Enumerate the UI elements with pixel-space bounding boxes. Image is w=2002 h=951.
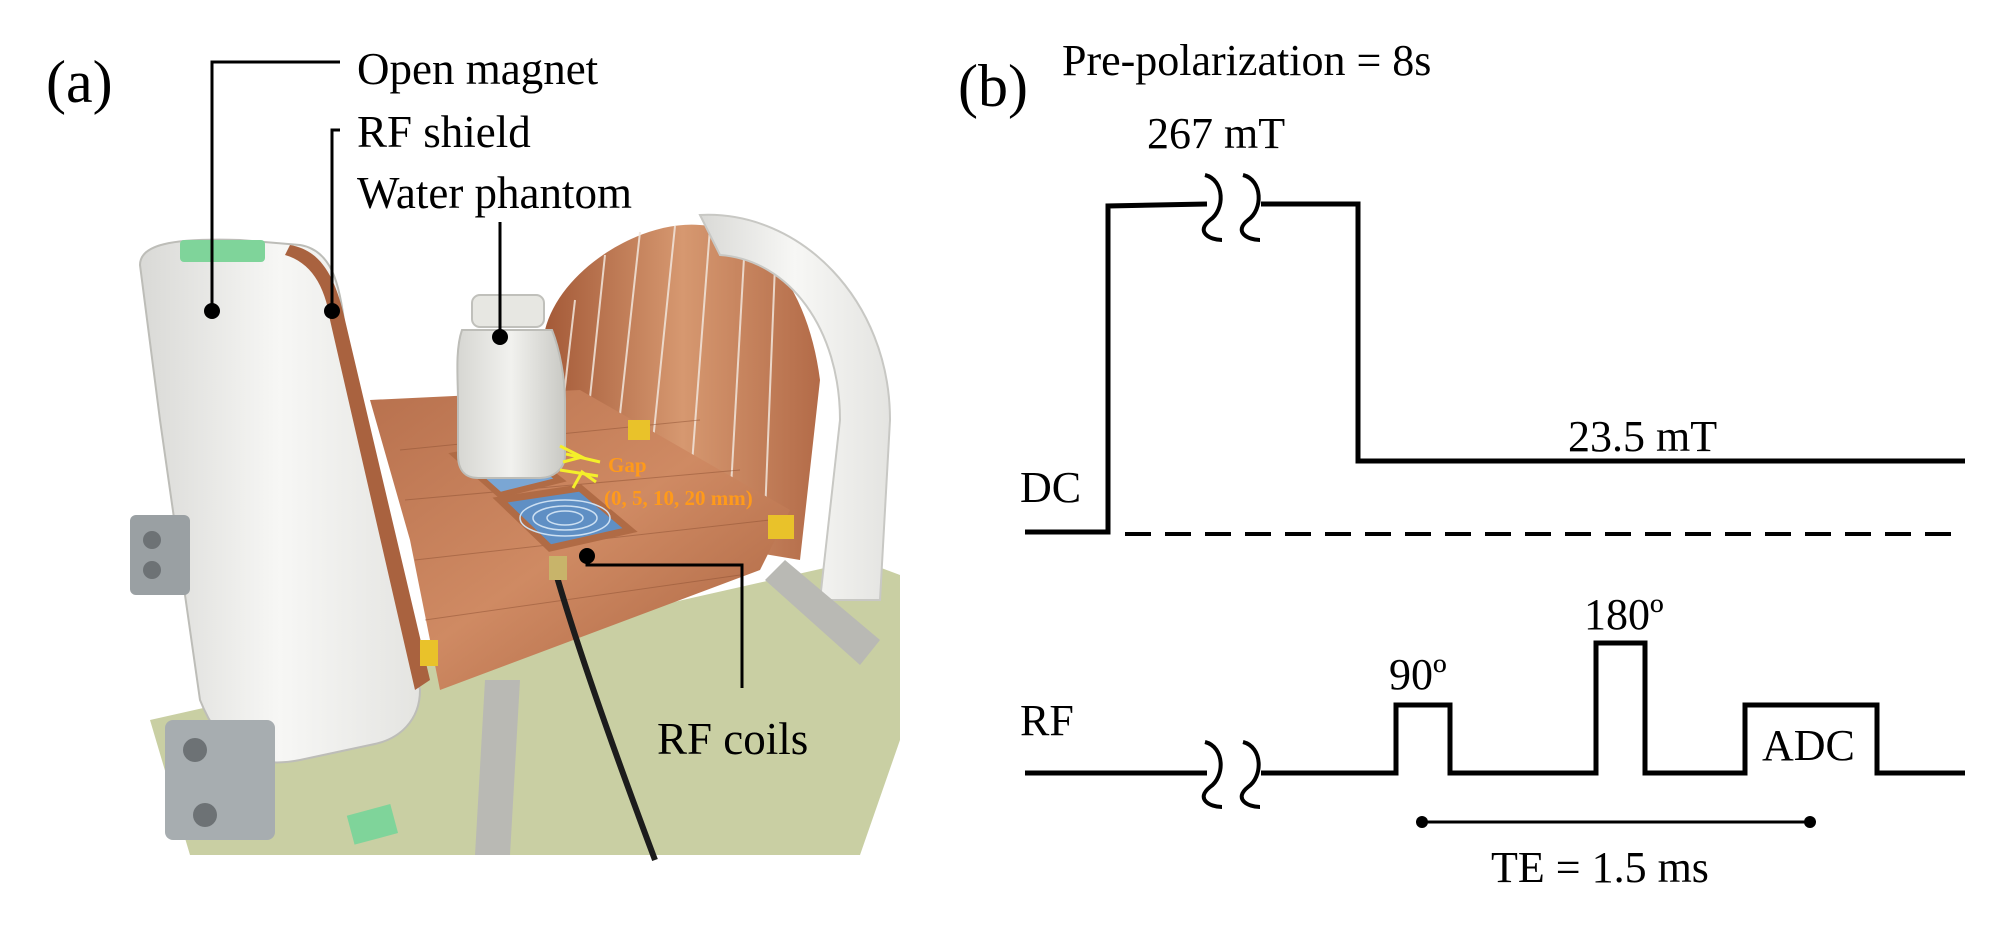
magnet-back-ring [698,213,892,601]
rf-waveform [1025,640,1965,809]
adc-label: ADC [1762,721,1855,770]
panel-a-photo: Gap (0, 5, 10, 20 mm) [130,213,900,862]
label-water-phantom: Water phantom [357,168,632,218]
coax-connector [549,556,567,580]
rf-shield-front [285,245,430,690]
rf-label: RF [1020,696,1074,745]
dot-rf-shield [324,303,340,319]
gap-title: Gap [608,453,647,477]
rf-coil-lower [492,484,638,552]
pulse-90-label: 90º [1389,650,1447,699]
label-open-magnet: Open magnet [357,44,599,94]
braided-strap-left [475,680,520,855]
dc-label: DC [1020,463,1081,512]
dot-open-magnet [204,303,220,319]
dc-low-label: 23.5 mT [1568,412,1717,461]
dc-break-symbol [1201,173,1261,242]
coax-cable [552,569,658,862]
yellow-peg [420,640,438,666]
coil-windings [519,499,611,537]
braided-strap-right [765,560,880,665]
label-rf-shield: RF shield [357,107,531,157]
yellow-peg [768,515,794,539]
gap-arrows [559,444,601,489]
te-marker [1416,816,1816,828]
panel-b-label: (b) [958,53,1028,119]
dot-water-phantom [492,329,508,345]
pulse-180-label: 180º [1584,590,1664,639]
dc-high-label: 267 mT [1147,109,1285,158]
te-label: TE = 1.5 ms [1491,843,1709,892]
prepolarization-label: Pre-polarization = 8s [1062,36,1431,85]
panel-b-sequence: (b) Pre-polarization = 8s 267 mT DC 23.5… [958,36,1965,892]
rf-break-symbol [1201,740,1261,809]
label-rf-coils: RF coils [657,714,808,764]
panel-a-label: (a) [46,49,113,115]
dot-rf-coils [579,548,595,564]
green-tape [180,240,265,262]
rf-train [1261,640,1965,776]
base-board [150,560,900,855]
yellow-peg [628,420,650,440]
callout-dots [204,303,595,564]
bracket-left-lower [165,720,275,840]
leader-rf-shield [330,128,340,308]
leader-open-magnet [210,60,340,308]
green-tape-bottom [346,804,399,845]
shield-slits [559,225,776,516]
water-phantom-bottle [456,294,566,479]
gap-values: (0, 5, 10, 20 mm) [604,486,753,510]
dc-waveform [1025,173,1965,535]
bracket-left-upper [130,515,190,595]
